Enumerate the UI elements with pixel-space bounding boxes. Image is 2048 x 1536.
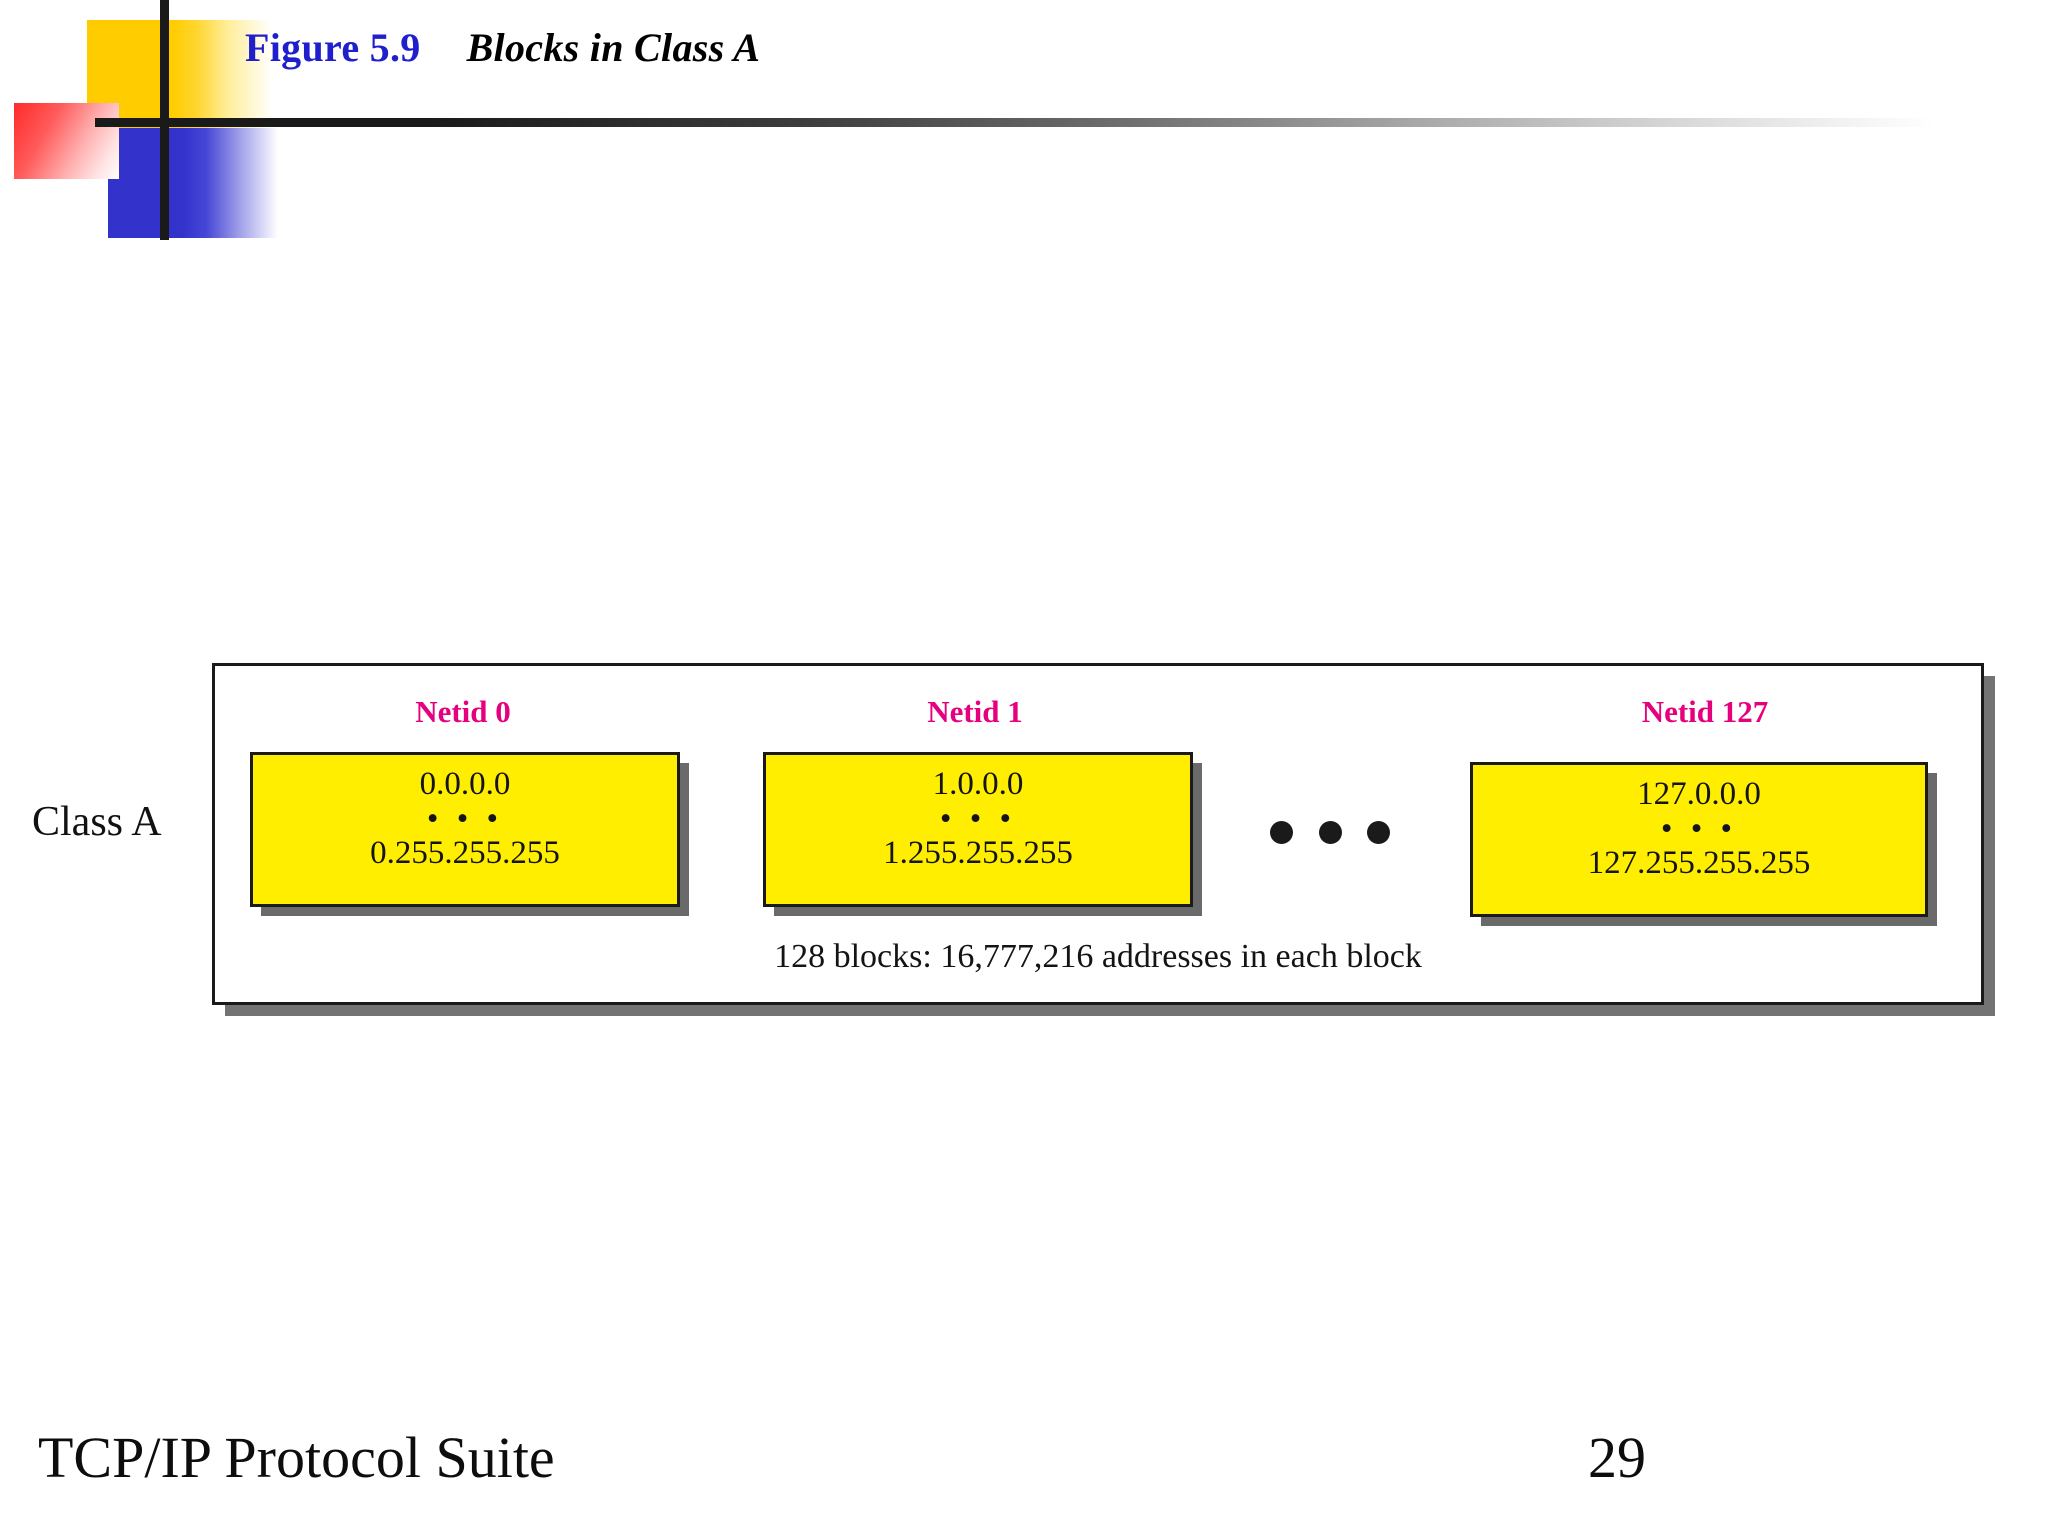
block-127-end-address: 127.255.255.255 (1587, 844, 1811, 881)
block-0-end-address: 0.255.255.255 (370, 834, 560, 871)
figure-number: Figure 5.9 (245, 25, 421, 70)
diagram-caption: 128 blocks: 16,777,216 addresses in each… (774, 938, 1422, 975)
footer-book-title: TCP/IP Protocol Suite (38, 1425, 555, 1490)
block-1-start-address: 1.0.0.0 (932, 766, 1024, 802)
block-127-ellipsis: • • • (1660, 810, 1738, 847)
red-square-icon (14, 103, 119, 179)
netid-label-0: Netid 0 (415, 694, 511, 729)
class-a-diagram-box: Netid 0 Netid 1 Netid 127 0.0.0.0 • • • … (212, 663, 1984, 1005)
ellipsis-dot-2 (1318, 821, 1342, 844)
block-0-ellipsis: • • • (426, 800, 504, 837)
block-127-start-address: 127.0.0.0 (1637, 776, 1761, 812)
horizontal-rule (95, 118, 1935, 127)
header-decoration (0, 0, 700, 250)
blue-square-icon (108, 128, 278, 238)
page-title: Figure 5.9 Blocks in Class A (245, 28, 760, 68)
ellipsis-dot-3 (1367, 821, 1390, 844)
address-block-0: 0.0.0.0 • • • 0.255.255.255 (250, 752, 680, 907)
netid-label-127: Netid 127 (1641, 694, 1769, 729)
block-0-start-address: 0.0.0.0 (419, 766, 511, 802)
ellipsis-dot-1 (1270, 821, 1293, 844)
address-block-127: 127.0.0.0 • • • 127.255.255.255 (1470, 762, 1928, 917)
class-a-label: Class A (32, 799, 162, 845)
netid-label-1: Netid 1 (927, 694, 1023, 729)
address-block-1: 1.0.0.0 • • • 1.255.255.255 (763, 752, 1193, 907)
block-1-ellipsis: • • • (939, 800, 1017, 837)
figure-caption: Blocks in Class A (466, 25, 761, 70)
blocks-ellipsis-icon (1270, 821, 1390, 844)
block-1-end-address: 1.255.255.255 (883, 834, 1073, 871)
footer-page-number: 29 (1588, 1425, 1646, 1490)
